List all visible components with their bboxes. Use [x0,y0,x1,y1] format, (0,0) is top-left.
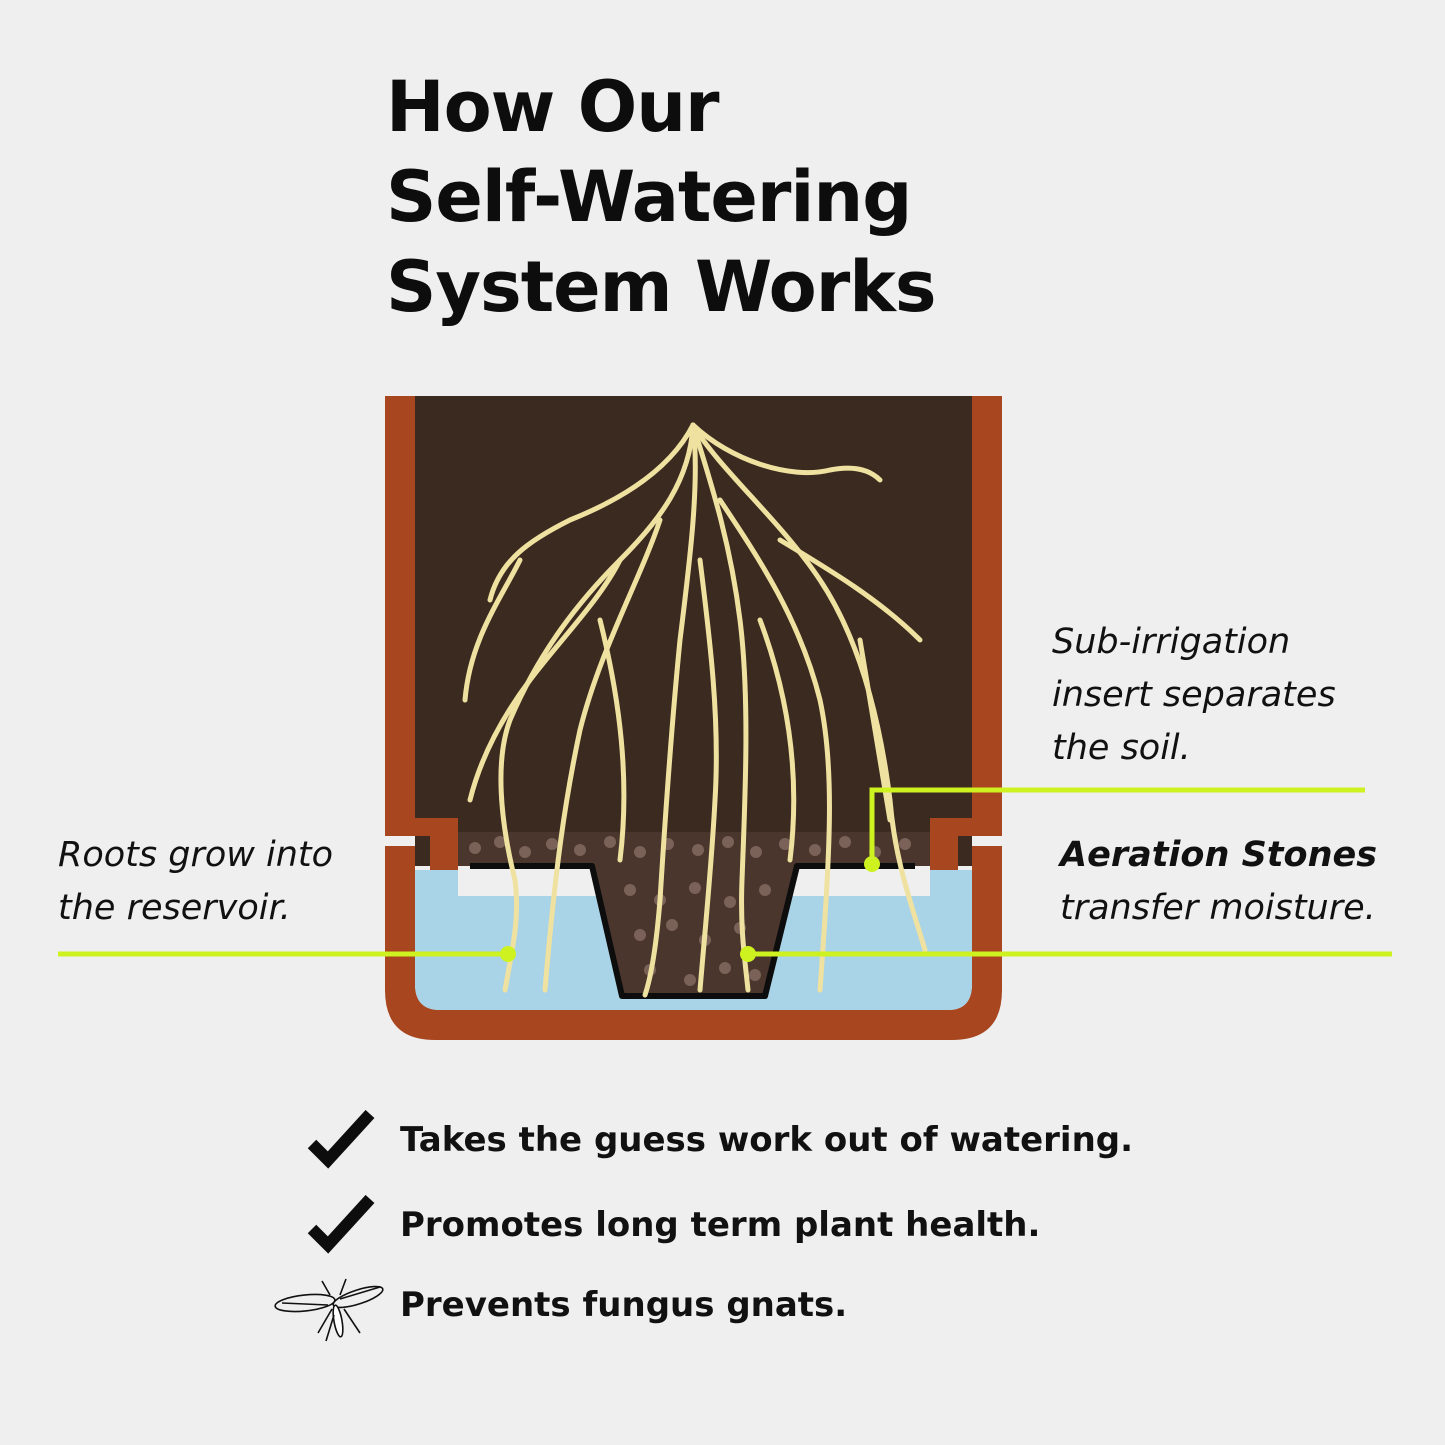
page-title: How Our Self-Watering System Works [386,62,1106,332]
label-roots: Roots grow into the reservoir. [58,829,333,935]
label-stones: Aeration Stones transfer moisture. [1060,829,1377,935]
benefit-text-health: Promotes long term plant health. [400,1205,1041,1245]
plant-roots [462,422,928,998]
callout-lines [58,787,1392,957]
label-roots-line-1: Roots grow into [58,835,334,875]
callout-dot-stones [740,946,756,962]
checkmark-icon [307,1110,375,1169]
callout-dot-roots [500,946,516,962]
pot-wall-left-upper [385,396,415,836]
reservoir-shell [385,846,1002,1040]
pot-wall-right-upper [972,396,1002,836]
callout-dot-insert [864,856,880,872]
title-line-2: Self-Watering [386,156,912,238]
benefit-text-gnats: Prevents fungus gnats. [400,1285,848,1325]
label-stones-line-2: transfer moisture. [1060,888,1376,928]
label-insert: Sub-irrigation insert separates the soil… [1052,616,1336,775]
label-insert-line-3: the soil. [1052,728,1191,768]
label-roots-line-2: the reservoir. [58,888,291,928]
gnat-icon [274,1278,384,1342]
label-insert-line-2: insert separates [1052,675,1336,715]
label-stones-line-1: Aeration Stones [1060,835,1378,875]
callout-line-insert [869,787,1365,864]
benefit-text-watering: Takes the guess work out of watering. [400,1120,1134,1160]
title-line-1: How Our [386,66,720,148]
checkmark-icon [307,1195,375,1254]
title-line-3: System Works [386,246,937,328]
sub-irrigation-insert [470,863,915,999]
label-insert-line-1: Sub-irrigation [1052,622,1291,662]
